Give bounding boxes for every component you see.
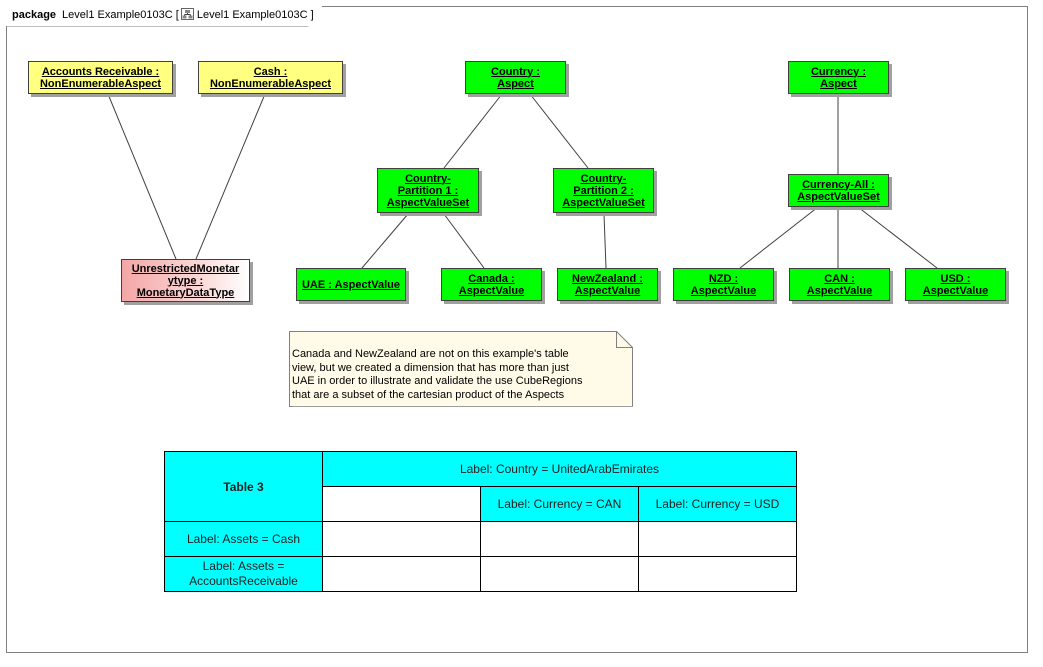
table-3: Table 3 Label: Country = UnitedArabEmira… — [164, 451, 797, 592]
diagram-icon — [180, 8, 194, 20]
table-cell[interactable] — [480, 521, 639, 557]
empty-header-cell — [322, 486, 481, 522]
note-line: view, but we created a dimension that ha… — [292, 361, 569, 374]
table-title: Table 3 — [164, 451, 323, 522]
frame-name: Level1 Example0103C — [62, 9, 173, 21]
link-currency-all-nzd — [739, 206, 819, 269]
node-usd[interactable]: USD :AspectValue — [905, 268, 1006, 301]
diagram-frame — [6, 6, 1028, 653]
node-label: NZD : — [708, 272, 739, 285]
node-label: NewZealand : — [572, 272, 643, 285]
node-currency-all[interactable]: Currency-All :AspectValueSet — [788, 174, 889, 207]
column-group-header: Label: Country = UnitedArabEmirates — [322, 451, 797, 487]
node-label: Country : — [491, 65, 540, 78]
node-label: Partition 1 : — [397, 184, 459, 197]
node-label: AspectValue — [690, 284, 757, 297]
node-country-partition-1[interactable]: Country-Partition 1 :AspectValueSet — [377, 168, 479, 213]
row-header-cash: Label: Assets = Cash — [164, 521, 323, 557]
node-uae[interactable]: UAE : AspectValue — [296, 268, 406, 301]
link-partition-1-uae — [361, 213, 409, 269]
frame-keyword: package — [12, 9, 57, 21]
node-label: Currency-All : — [802, 178, 875, 191]
link-partition-1-canada — [443, 213, 485, 269]
table-cell[interactable] — [322, 556, 481, 592]
note-line: UAE in order to illustrate and validate … — [292, 375, 583, 387]
node-label: Country- — [405, 172, 451, 185]
column-header-can: Label: Currency = CAN — [480, 486, 639, 522]
link-country-partition-2 — [529, 93, 589, 169]
node-label: Accounts Receivable : — [41, 65, 160, 78]
node-label: AspectValue — [458, 284, 525, 297]
node-label: AspectValue — [806, 284, 873, 297]
node-label: Country- — [580, 172, 627, 185]
note-line: that are a subset of the cartesian produ… — [292, 388, 565, 401]
link-partition-2-newzealand — [603, 213, 607, 269]
table-cell[interactable] — [638, 556, 797, 592]
node-label: MonetaryDataType — [136, 286, 235, 299]
node-label: Aspect — [497, 77, 534, 90]
row-header-accounts-receivable: Label: Assets =AccountsReceivable — [164, 556, 323, 592]
node-label: UAE : AspectValue — [301, 278, 400, 291]
row-label: Label: Assets = — [202, 559, 285, 573]
node-label: CAN : — [824, 272, 855, 285]
node-label: Canada : — [468, 272, 515, 285]
frame-bracket-open: [ — [175, 9, 179, 21]
comment-note[interactable] — [289, 331, 633, 407]
node-label: Currency : — [810, 65, 867, 78]
node-label: NonEnumerableAspect — [39, 77, 162, 90]
node-label: AspectValueSet — [386, 196, 470, 209]
node-country-aspect[interactable]: Country :Aspect — [465, 61, 566, 94]
node-label: AspectValue — [574, 284, 641, 297]
column-header-usd: Label: Currency = USD — [638, 486, 797, 522]
frame-diagram-name: Level1 Example0103C — [196, 9, 308, 21]
node-currency-aspect[interactable]: Currency :Aspect — [788, 61, 889, 94]
node-label: AspectValueSet — [562, 196, 645, 209]
link-accounts-receivable-monetary — [107, 93, 177, 260]
node-label: Partition 2 : — [573, 184, 634, 197]
node-label: ytype : — [167, 274, 204, 287]
node-accounts-receivable[interactable]: Accounts Receivable :NonEnumerableAspect — [28, 61, 173, 94]
node-label: NonEnumerableAspect — [209, 77, 332, 90]
row-label: Label: Assets = Cash — [186, 532, 301, 546]
note-line: Canada and NewZealand are not on this ex… — [292, 348, 569, 360]
table-cell[interactable] — [638, 521, 797, 557]
node-label: AspectValueSet — [797, 190, 880, 203]
link-currency-all-usd — [857, 206, 938, 269]
node-country-partition-2[interactable]: Country-Partition 2 :AspectValueSet — [553, 168, 654, 213]
node-label: Aspect — [820, 77, 857, 90]
note-text: Canada and NewZealand are not on this ex… — [292, 348, 630, 402]
node-newzealand[interactable]: NewZealand :AspectValue — [557, 268, 658, 301]
node-canada[interactable]: Canada :AspectValue — [441, 268, 542, 301]
link-cash-monetary — [195, 93, 266, 260]
frame-bracket-close: ] — [310, 9, 314, 21]
node-label: UnrestrictedMonetar — [131, 262, 240, 275]
row-label: AccountsReceivable — [189, 574, 298, 588]
node-label: AspectValue — [922, 284, 989, 297]
link-country-partition-1 — [443, 93, 503, 169]
node-can[interactable]: CAN :AspectValue — [789, 268, 890, 301]
table-cell[interactable] — [322, 521, 481, 557]
table-cell[interactable] — [480, 556, 639, 592]
node-label: Cash : — [253, 65, 288, 78]
node-nzd[interactable]: NZD :AspectValue — [673, 268, 774, 301]
node-cash[interactable]: Cash :NonEnumerableAspect — [198, 61, 343, 94]
node-label: USD : — [940, 272, 971, 285]
